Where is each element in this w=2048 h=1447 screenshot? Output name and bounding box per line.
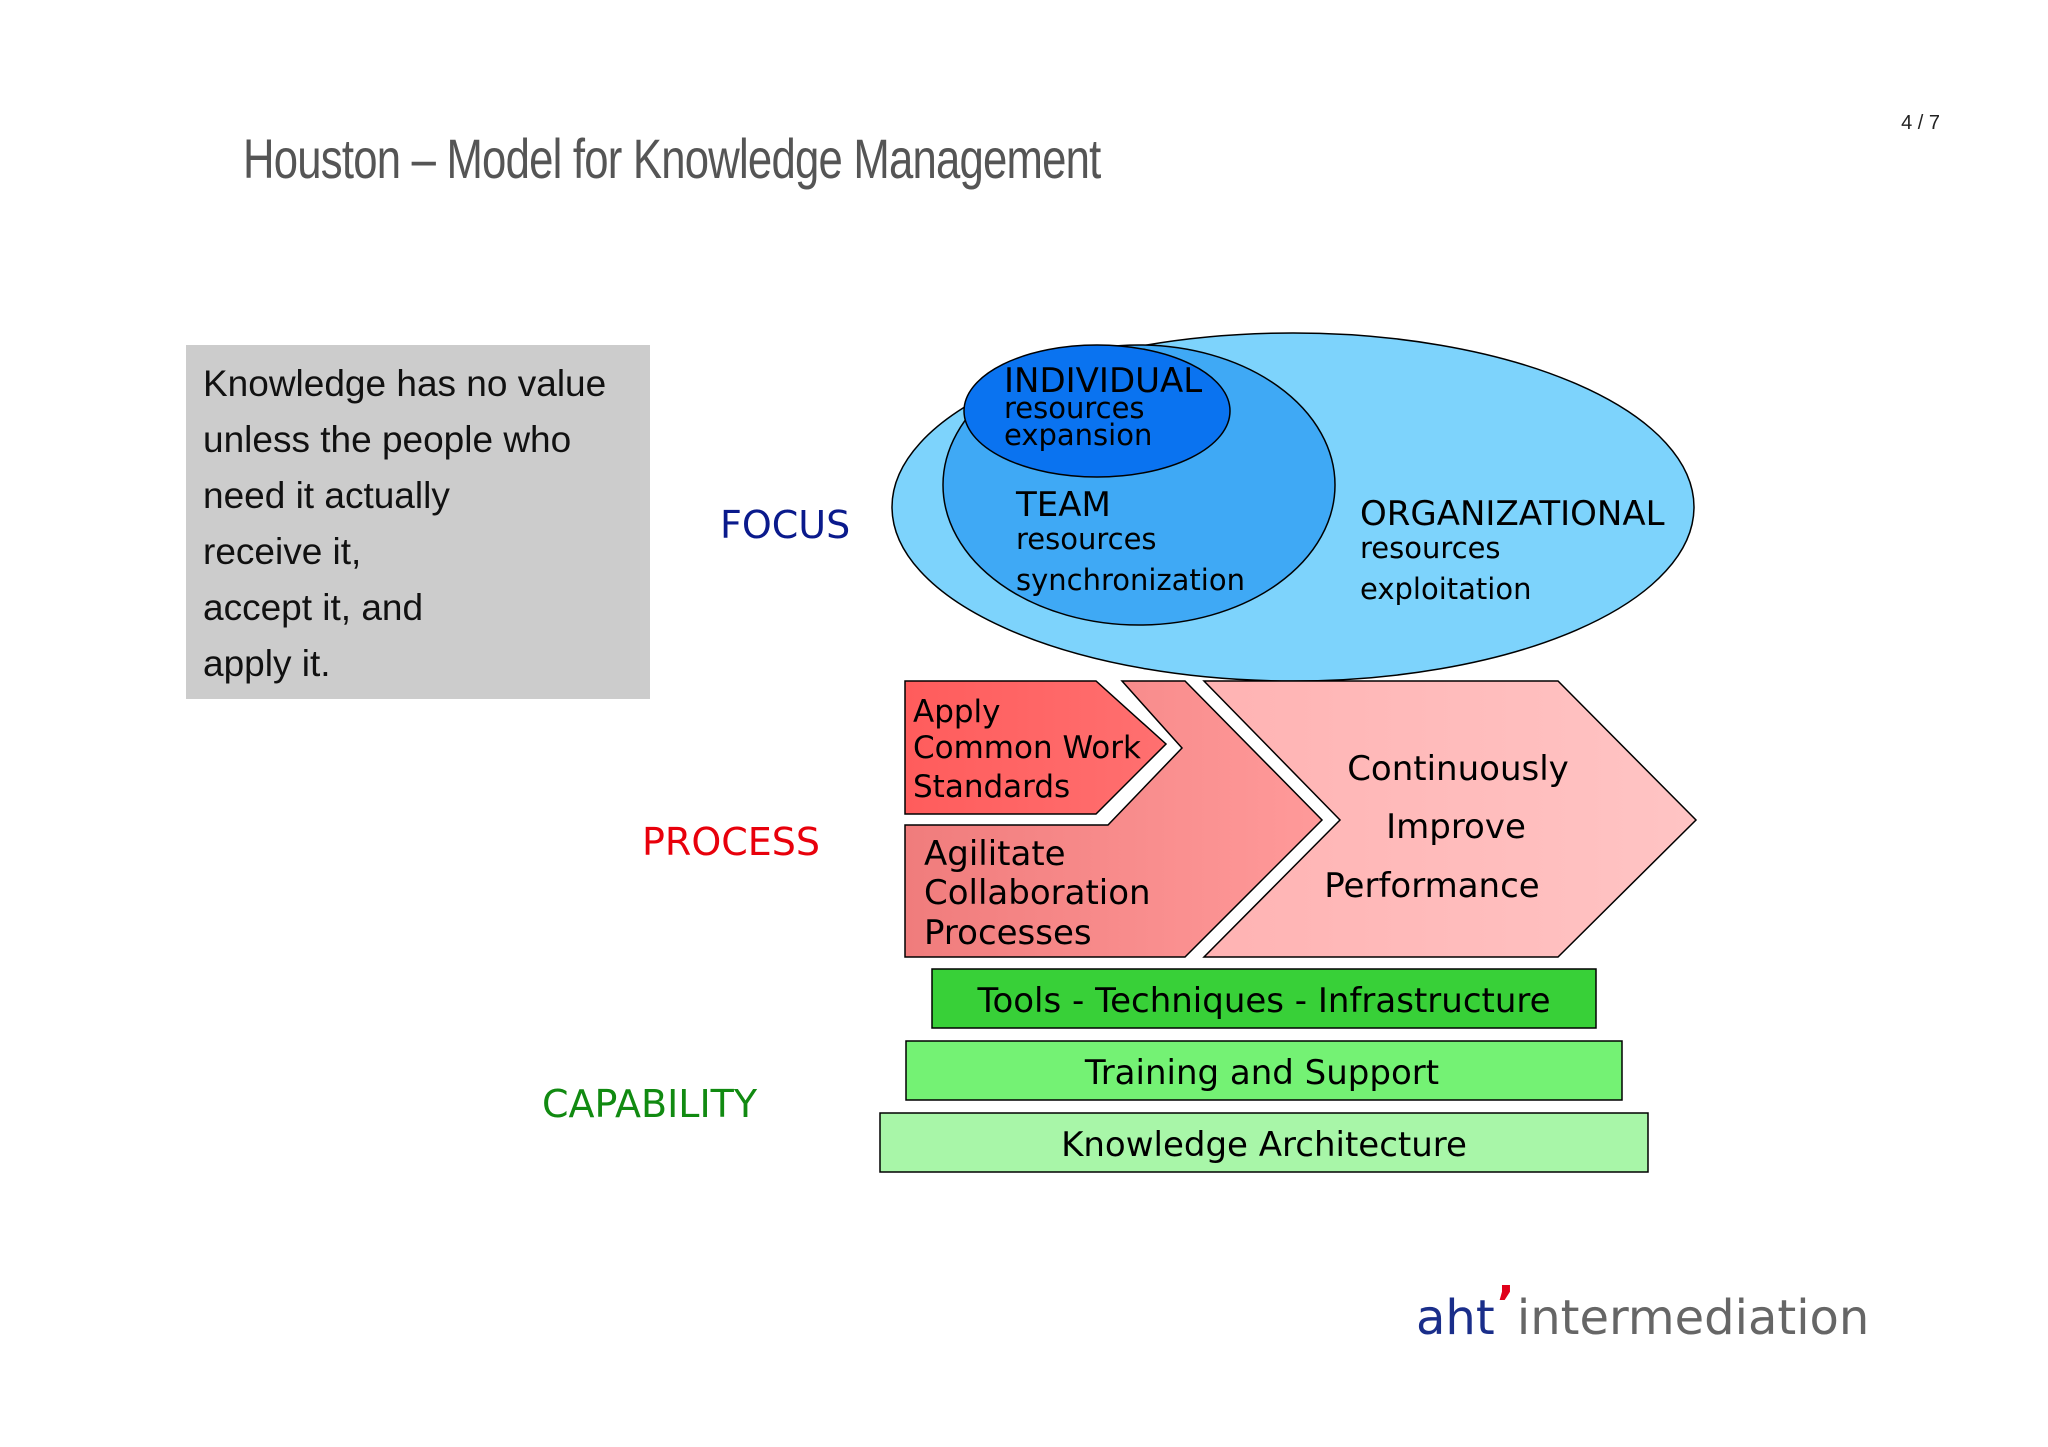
individual-ellipse [963,344,1231,478]
quote-box: Knowledge has no value unless the people… [186,345,650,699]
organizational-title: ORGANIZATIONAL [1360,494,1665,534]
architecture-bar [879,1112,1649,1173]
page-number: 4 / 7 [1901,112,1940,134]
logo-intermediation: intermediation [1516,1290,1870,1346]
architecture-text: Knowledge Architecture [1061,1125,1467,1165]
team-line1: resources [1016,522,1157,556]
individual-line1: resources [1004,391,1145,425]
tools-text: Tools - Techniques - Infrastructure [976,981,1550,1021]
improve-text: Improve [1386,807,1526,847]
training-bar [905,1040,1623,1101]
slide-title: Houston – Model for Knowledge Management [243,127,1101,190]
improve-text: Performance [1324,866,1539,906]
quote-line: accept it, and [203,587,424,628]
logo-mark: ’ [1496,1276,1515,1332]
tools-bar [931,968,1597,1029]
aht-intermediation-logo: aht’intermediation [1416,1276,1870,1346]
quote-line: receive it, [203,531,362,572]
agilitate-text: Agilitate [924,834,1066,874]
organizational-line1: resources [1360,531,1501,565]
agilitate-arrow [904,680,1324,958]
quote-line: Knowledge has no value [203,363,607,404]
team-line2: synchronization [1016,563,1245,597]
apply-arrow [904,680,1168,815]
apply-text: Apply [913,694,1001,730]
quote-line: need it actually [203,475,450,516]
apply-text: Common Work [913,730,1141,766]
focus-label: FOCUS [720,503,850,547]
quote-line: apply it. [203,643,331,684]
improve-text: Continuously [1347,749,1569,789]
quote-line: unless the people who [203,419,572,460]
agilitate-text: Processes [924,913,1092,953]
agilitate-text: Collaboration [924,873,1151,913]
training-text: Training and Support [1084,1053,1439,1093]
individual-title: INDIVIDUAL [1004,361,1202,401]
capability-label: CAPABILITY [542,1082,758,1126]
process-label: PROCESS [642,820,820,864]
improve-arrow [1202,680,1698,958]
apply-text: Standards [913,769,1070,805]
logo-aht: aht [1416,1290,1495,1346]
individual-line2: expansion [1004,418,1152,452]
team-title: TEAM [1015,485,1111,525]
organizational-line2: exploitation [1360,572,1531,606]
